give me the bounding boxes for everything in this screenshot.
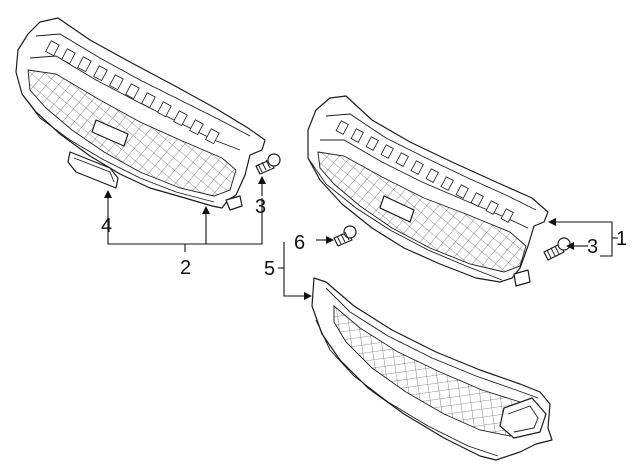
callout-6: 6 xyxy=(294,232,305,254)
leader-lines xyxy=(104,176,618,300)
left-grille-assembly xyxy=(15,17,266,211)
right-grille-assembly xyxy=(307,95,549,287)
callout-5: 5 xyxy=(264,258,275,280)
right-upper-slots xyxy=(335,120,514,223)
callout-2: 2 xyxy=(180,257,191,279)
callout-3-right: 3 xyxy=(587,236,598,258)
callout-4: 4 xyxy=(101,215,112,237)
left-upper-slots xyxy=(45,40,220,145)
lower-grille-screw xyxy=(333,225,357,247)
callout-1: 1 xyxy=(616,228,627,250)
callout-labels: 4 2 3 1 3 6 5 xyxy=(101,196,627,280)
left-screw xyxy=(255,153,281,175)
callout-3-left: 3 xyxy=(255,196,266,218)
right-screw xyxy=(543,237,571,261)
lower-grille xyxy=(311,277,553,461)
emblem-plate xyxy=(67,151,119,189)
